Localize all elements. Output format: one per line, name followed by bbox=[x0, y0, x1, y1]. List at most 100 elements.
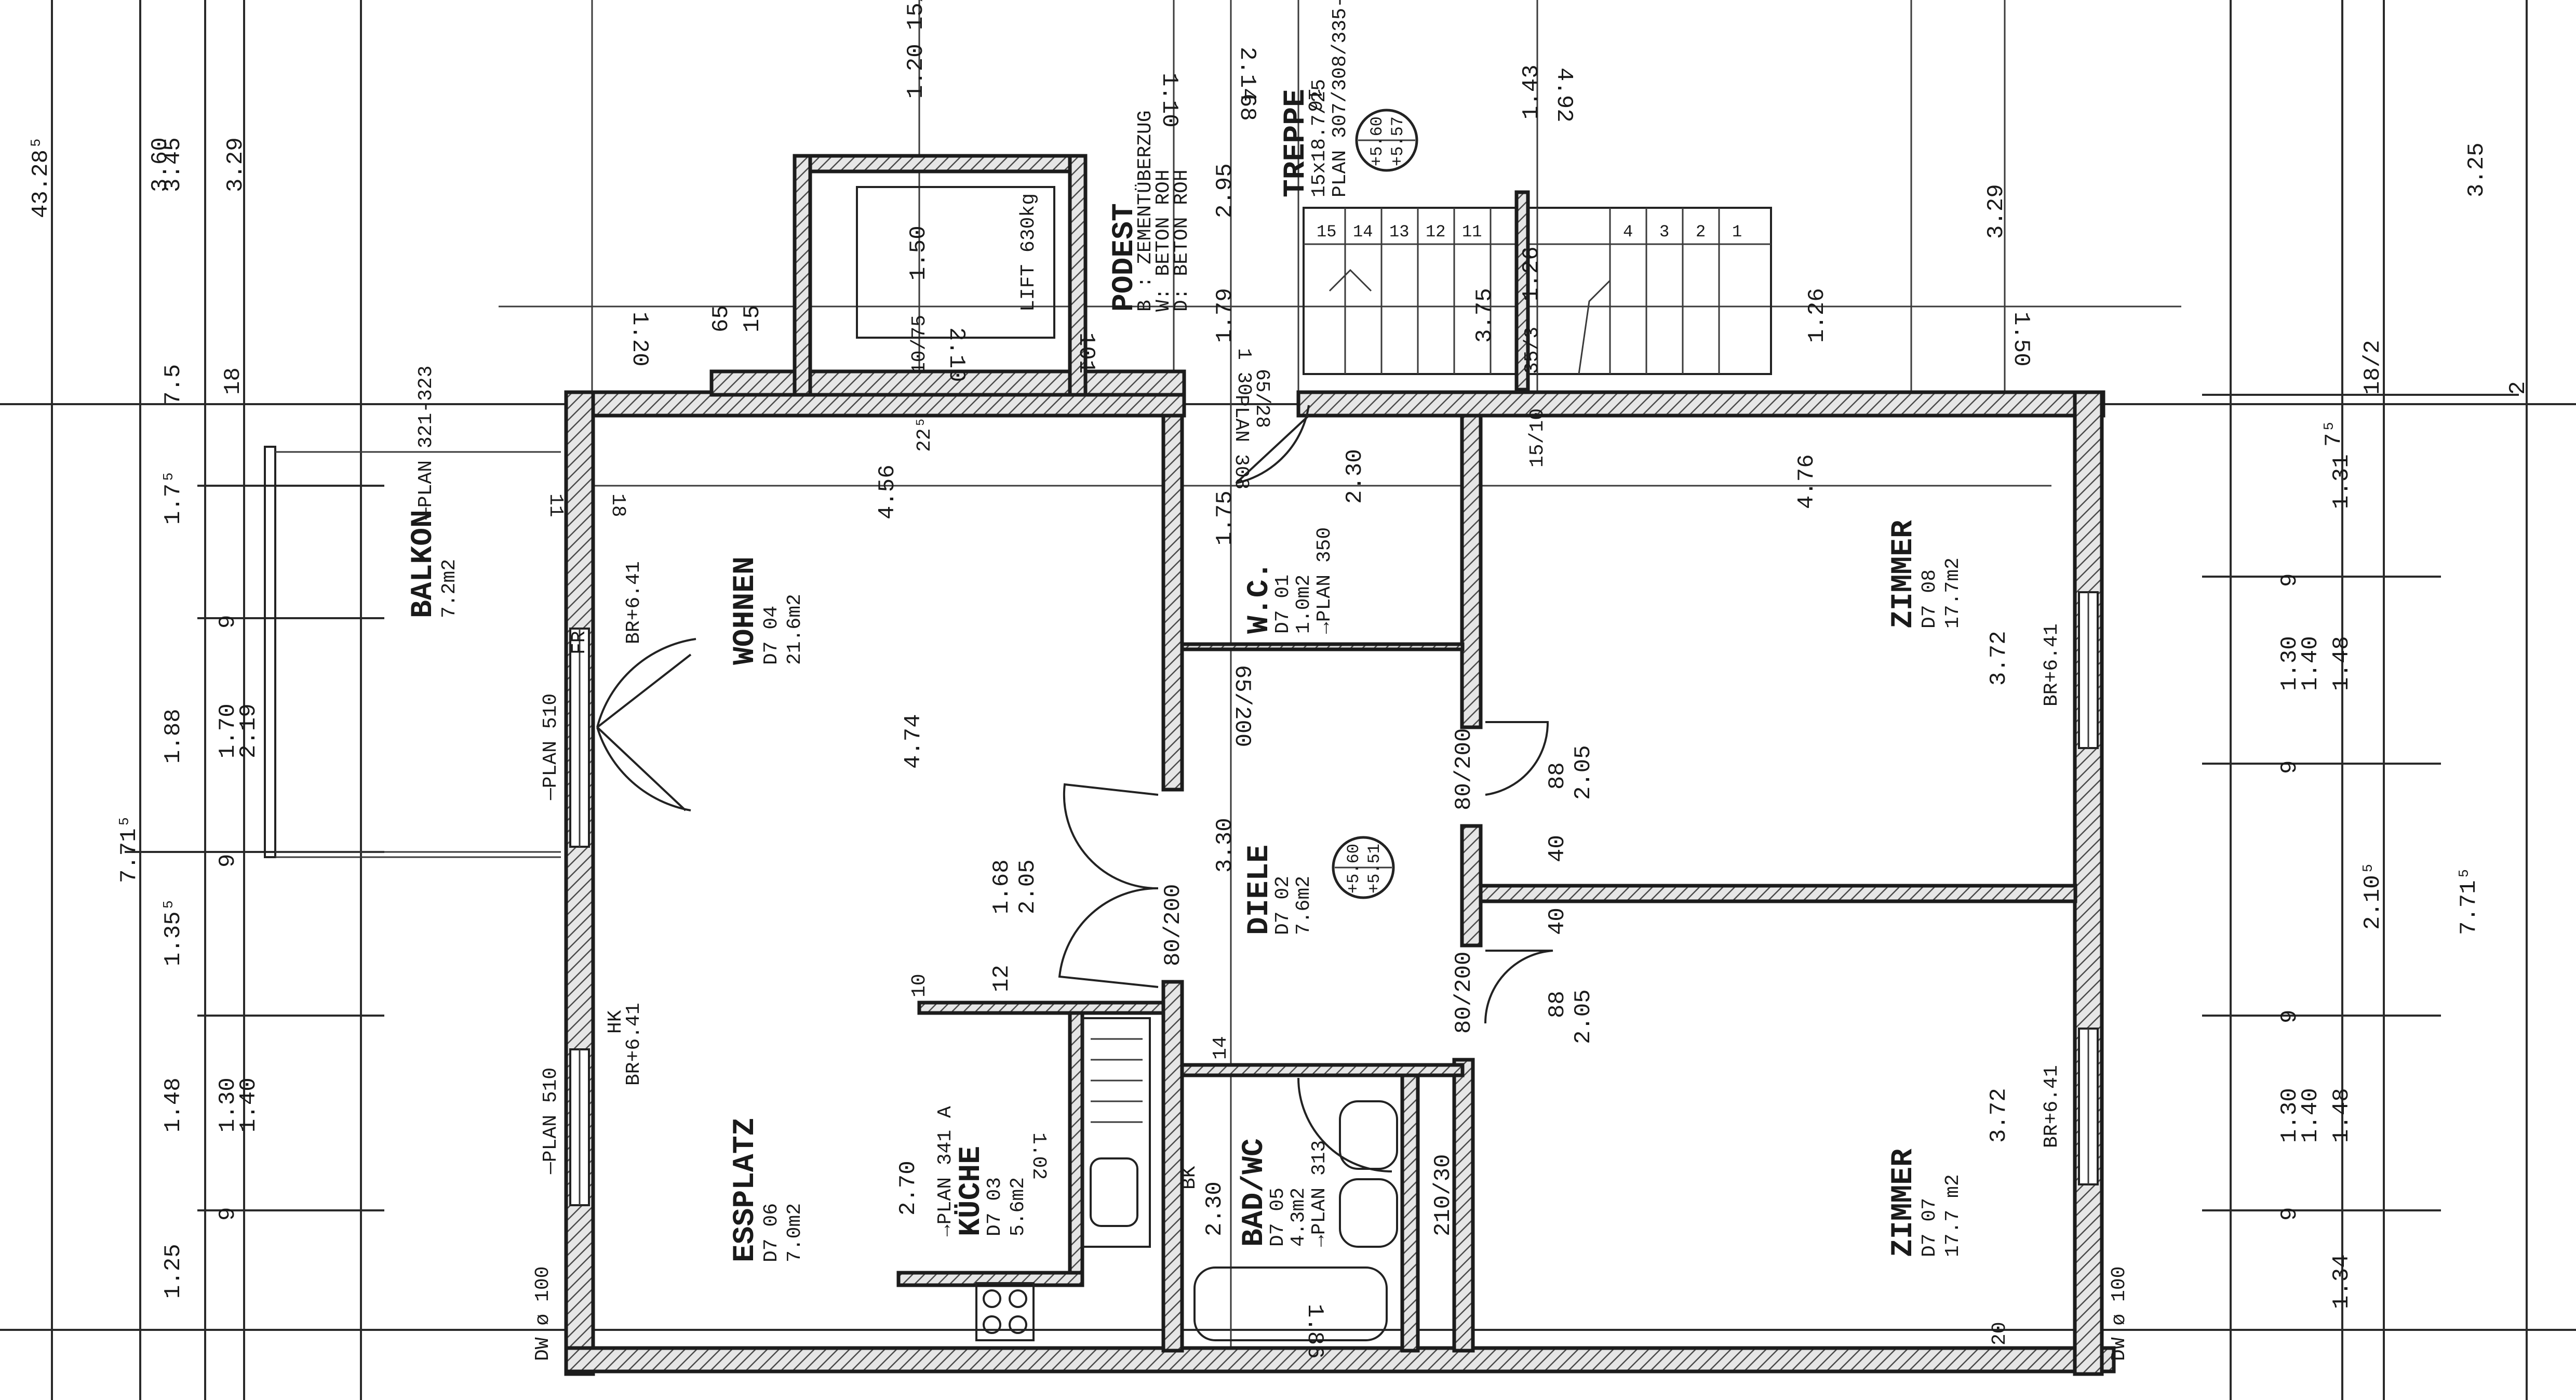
svg-text:40: 40 bbox=[1545, 835, 1571, 862]
dimension-labels-left: 43.28⁵ 3.60 3.45 3.29 1.7⁵ 1.88 1.70 2.1… bbox=[28, 136, 262, 1299]
svg-text:18: 18 bbox=[607, 494, 629, 517]
svg-text:18: 18 bbox=[220, 367, 246, 395]
svg-text:3.60: 3.60 bbox=[147, 137, 173, 192]
svg-text:BR+6.41: BR+6.41 bbox=[2041, 623, 2063, 706]
svg-text:1.40: 1.40 bbox=[2298, 636, 2324, 691]
svg-text:—PLAN 510: —PLAN 510 bbox=[540, 694, 562, 801]
svg-text:43.28⁵: 43.28⁵ bbox=[28, 136, 54, 218]
svg-text:1.43: 1.43 bbox=[1519, 64, 1545, 119]
bad-area: 4.3m2 bbox=[1287, 1188, 1310, 1247]
svg-text:65: 65 bbox=[708, 305, 734, 332]
svg-text:2.10⁵: 2.10⁵ bbox=[2360, 861, 2386, 930]
svg-text:1.26: 1.26 bbox=[1519, 246, 1545, 301]
zimmer1-label: ZIMMER bbox=[1887, 520, 1921, 629]
svg-text:88: 88 bbox=[1545, 762, 1571, 790]
svg-text:3.72: 3.72 bbox=[1986, 631, 2012, 686]
step-number: 12 bbox=[1426, 222, 1445, 242]
diele-area: 7.6m2 bbox=[1293, 876, 1315, 935]
diele-code: D7 02 bbox=[1272, 876, 1294, 935]
svg-text:2.30: 2.30 bbox=[1202, 1181, 1228, 1236]
svg-text:22⁵: 22⁵ bbox=[914, 417, 936, 452]
svg-text:15/10: 15/10 bbox=[1526, 408, 1549, 468]
svg-text:12: 12 bbox=[989, 965, 1015, 992]
svg-text:BR+6.41: BR+6.41 bbox=[2041, 1065, 2063, 1148]
svg-text:1.40: 1.40 bbox=[2298, 1088, 2324, 1143]
level-top-a: +5.60 bbox=[1367, 116, 1387, 166]
kueche-area: 5.6m2 bbox=[1007, 1177, 1029, 1236]
lift-shaft bbox=[793, 154, 1088, 397]
svg-text:2.10: 2.10 bbox=[943, 327, 969, 382]
svg-text:15: 15 bbox=[740, 305, 766, 332]
svg-text:2.05: 2.05 bbox=[1571, 745, 1596, 800]
svg-text:3.75: 3.75 bbox=[1472, 288, 1498, 343]
svg-text:1.88: 1.88 bbox=[160, 709, 186, 764]
room-labels: BALKON —PLAN 321-323 7.2m2 WOHNEN D7 04 … bbox=[407, 0, 1964, 1262]
svg-text:3.29: 3.29 bbox=[1983, 184, 2009, 239]
wc-plan: →PLAN 350 bbox=[1313, 527, 1336, 634]
svg-text:1.7⁵: 1.7⁵ bbox=[160, 470, 186, 525]
svg-text:1.48: 1.48 bbox=[2329, 636, 2355, 691]
zimmer2-area: 17.7 m2 bbox=[1942, 1174, 1964, 1257]
interior-walls bbox=[896, 414, 2077, 1353]
svg-text:BR+6.41: BR+6.41 bbox=[623, 561, 645, 644]
svg-text:80/200: 80/200 bbox=[1451, 728, 1477, 810]
svg-text:1.34: 1.34 bbox=[2329, 1254, 2355, 1309]
podest-label: PODEST bbox=[1108, 203, 1142, 312]
exterior-walls bbox=[564, 369, 2116, 1376]
svg-text:1.86: 1.86 bbox=[1302, 1304, 1327, 1359]
svg-text:9: 9 bbox=[215, 854, 241, 868]
svg-text:7.71⁵: 7.71⁵ bbox=[116, 815, 142, 883]
svg-text:4.76: 4.76 bbox=[1794, 454, 1820, 509]
svg-text:68: 68 bbox=[1234, 94, 1260, 121]
balkon-label: BALKON bbox=[407, 510, 440, 618]
svg-text:65/28: 65/28 bbox=[1251, 369, 1273, 428]
level-markers bbox=[1332, 109, 1418, 899]
svg-text:14: 14 bbox=[1210, 1036, 1232, 1060]
kueche-plan: →PLAN 341 A bbox=[934, 1106, 957, 1236]
svg-text:80/200: 80/200 bbox=[1160, 884, 1186, 966]
svg-text:40: 40 bbox=[1545, 908, 1571, 935]
zimmer1-code: D7 08 bbox=[1918, 569, 1941, 629]
svg-text:1.50: 1.50 bbox=[2008, 312, 2034, 367]
svg-text:1.31: 1.31 bbox=[2329, 454, 2355, 509]
svg-text:3.45: 3.45 bbox=[160, 137, 186, 192]
svg-text:1.48: 1.48 bbox=[2329, 1088, 2355, 1143]
svg-text:3.29: 3.29 bbox=[223, 137, 249, 192]
svg-text:1.20 15/: 1.20 15/ bbox=[903, 0, 929, 99]
level-diele-a: +5.60 bbox=[1344, 844, 1363, 894]
svg-text:2.19: 2.19 bbox=[236, 703, 262, 758]
svg-text:2: 2 bbox=[2505, 381, 2531, 395]
essplatz-label: ESSPLATZ bbox=[729, 1118, 762, 1262]
svg-text:7⁵: 7⁵ bbox=[2321, 419, 2347, 447]
svg-text:BK: BK bbox=[1178, 1166, 1201, 1190]
svg-text:80/200: 80/200 bbox=[1451, 952, 1477, 1034]
zimmer1-area: 17.7m2 bbox=[1942, 557, 1964, 629]
svg-text:9: 9 bbox=[215, 1207, 241, 1221]
zimmer2-label: ZIMMER bbox=[1887, 1149, 1921, 1257]
diele-label: DIELE bbox=[1243, 845, 1277, 935]
svg-text:HK: HK bbox=[605, 1010, 627, 1034]
step-number: 11 bbox=[1462, 222, 1482, 242]
svg-text:18/2: 18/2 bbox=[2360, 340, 2386, 395]
essplatz-code: D7 06 bbox=[760, 1203, 783, 1262]
wohnen-code: D7 04 bbox=[760, 606, 783, 665]
stair-step-numbers: 15 14 13 12 11 4 3 2 1 bbox=[1317, 222, 1742, 242]
svg-text:PLAN 308: PLAN 308 bbox=[1230, 395, 1252, 489]
kueche-code: D7 03 bbox=[984, 1177, 1006, 1236]
svg-text:2.05: 2.05 bbox=[1015, 859, 1041, 914]
svg-text:1.35⁵: 1.35⁵ bbox=[160, 898, 186, 966]
svg-text:35/3: 35/3 bbox=[1521, 327, 1544, 374]
balkon-area: 7.2m2 bbox=[438, 559, 461, 618]
svg-text:88: 88 bbox=[1545, 991, 1571, 1018]
fixtures bbox=[975, 1017, 1398, 1341]
dimension-labels-right: 3.29 3.25 1.31 1.30 1.40 1.48 7.71⁵ 2.10… bbox=[1983, 142, 2531, 1309]
level-diele-b: +5.51 bbox=[1365, 844, 1384, 894]
svg-text:1.48: 1.48 bbox=[160, 1077, 186, 1132]
bad-code: D7 05 bbox=[1267, 1188, 1289, 1247]
svg-text:9: 9 bbox=[2277, 1207, 2303, 1221]
lift-label: LIFT 630kg bbox=[1017, 193, 1040, 312]
svg-text:7.5: 7.5 bbox=[160, 364, 186, 405]
step-number: 1 bbox=[1732, 222, 1742, 242]
dimension-labels-inner: 4.56 4.74 2.30 3.30 4.76 3.72 3.72 2.95 … bbox=[532, 0, 2130, 1361]
